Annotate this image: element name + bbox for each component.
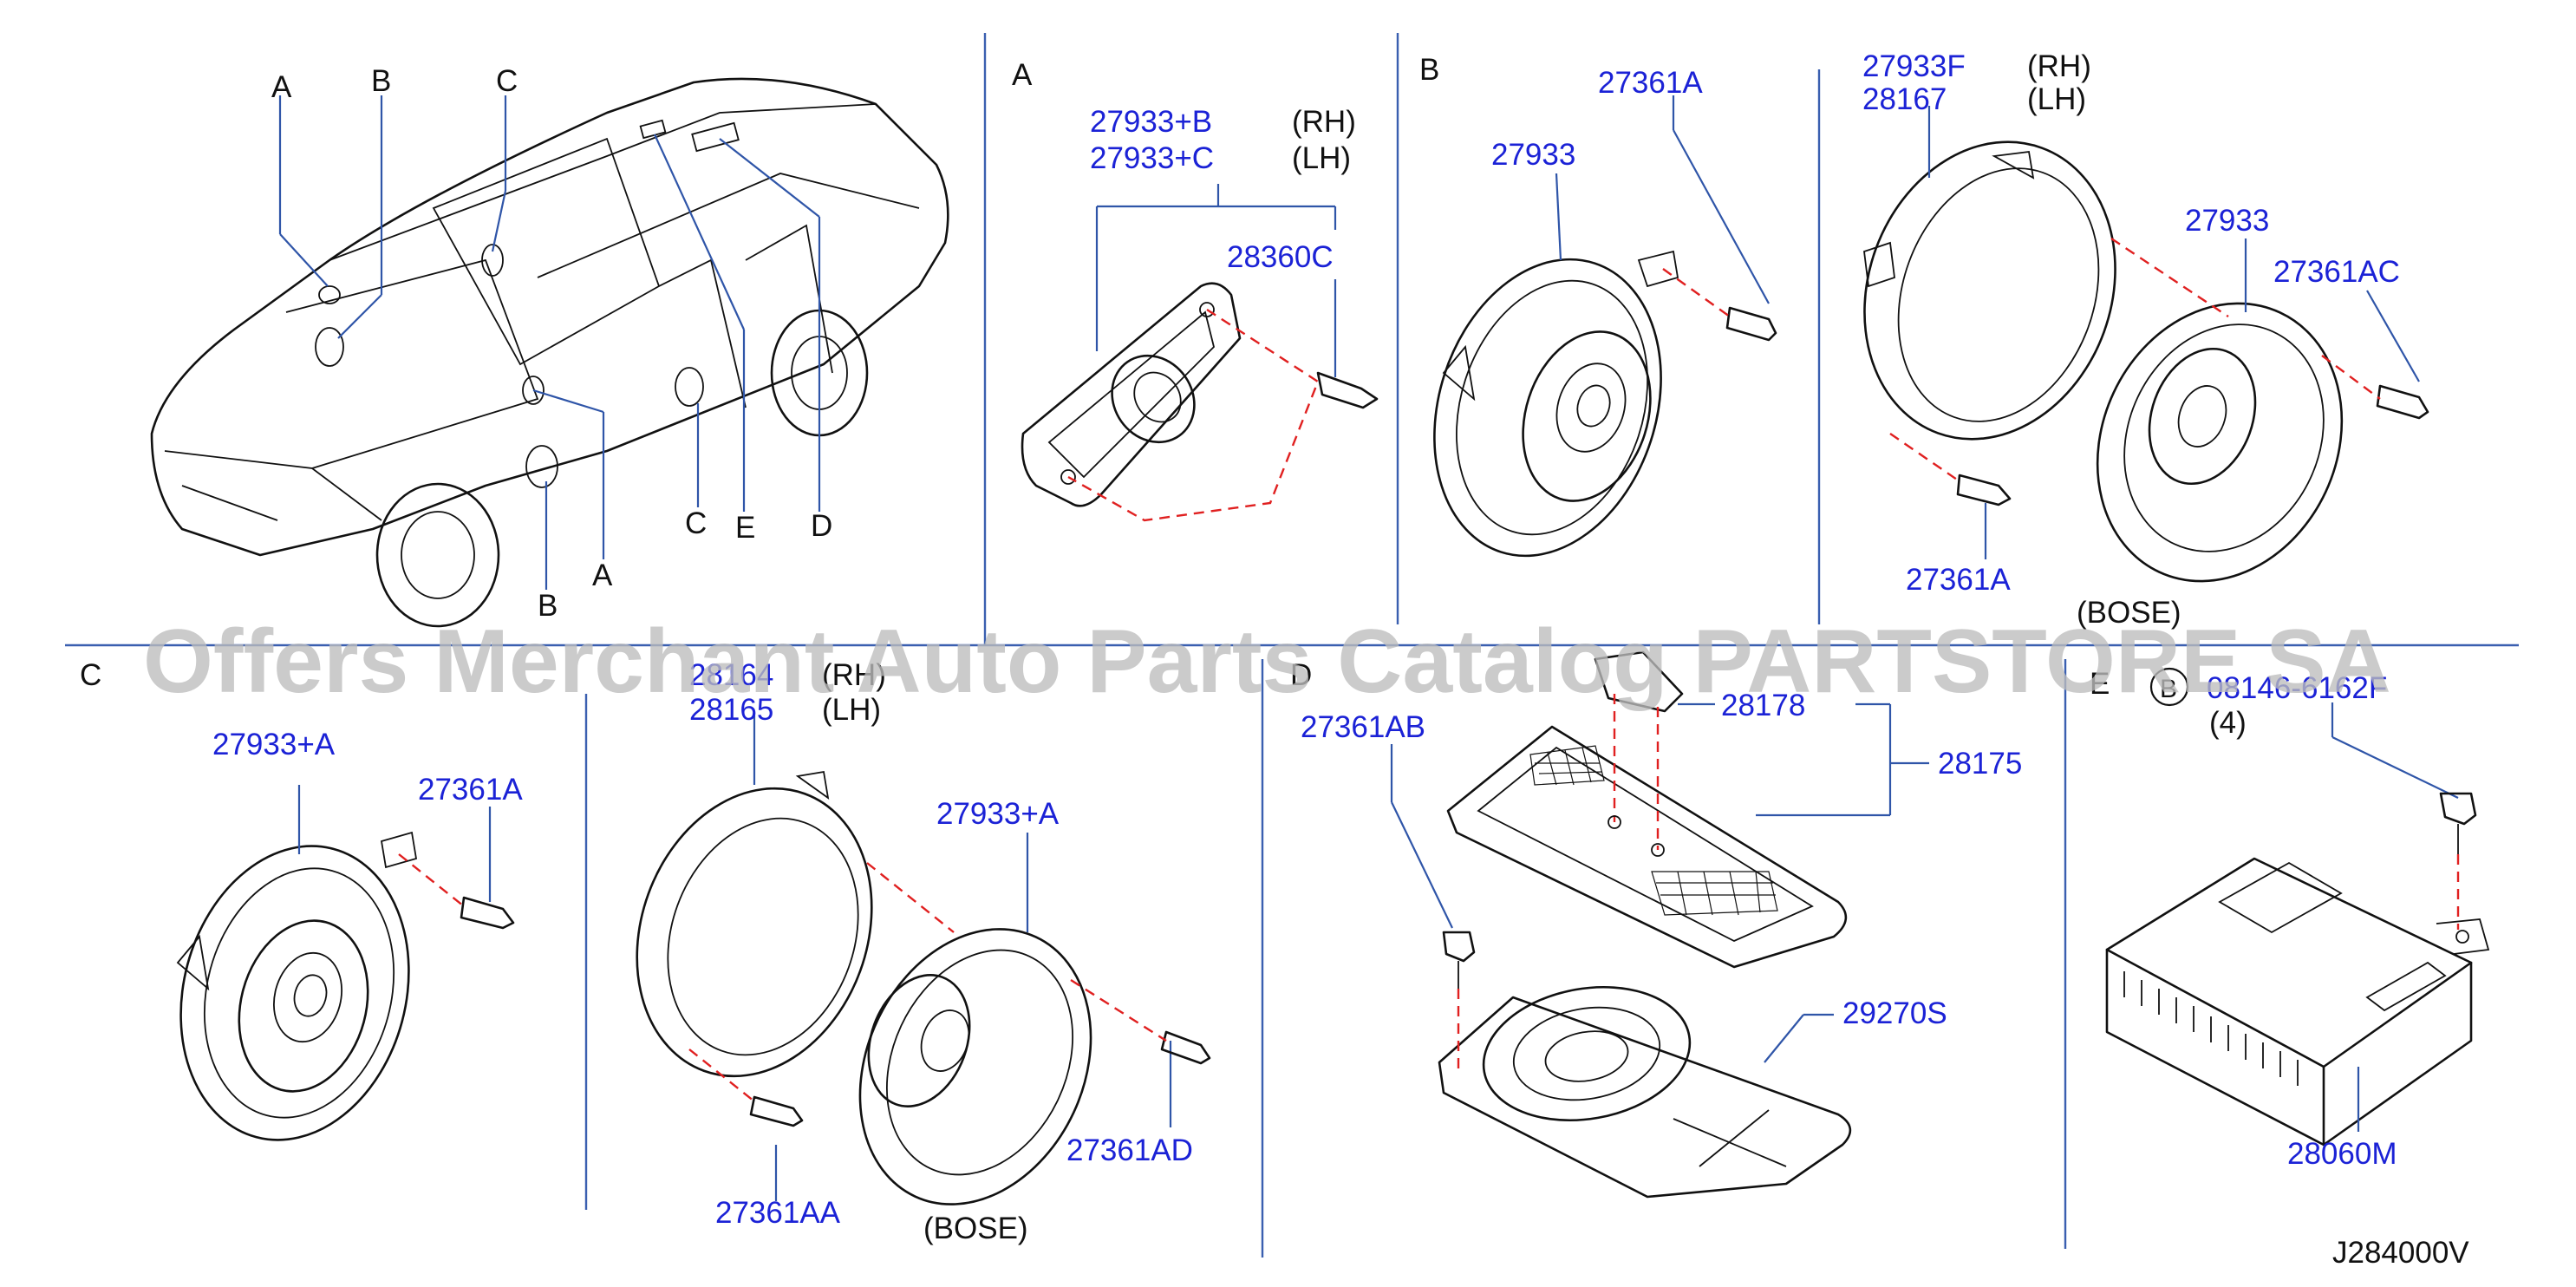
lh-label-rear-bose: (LH) xyxy=(822,693,881,727)
panel-e-title: E xyxy=(2090,667,2110,701)
grille-mesh xyxy=(1529,745,1778,916)
part-number-28060m[interactable]: 28060M xyxy=(2287,1137,2397,1171)
lh-label-bose: (LH) xyxy=(2027,82,2086,116)
panel-b-door-speaker xyxy=(1433,95,1777,558)
rh-label-rear-bose: (RH) xyxy=(822,658,886,692)
location-label-d: D xyxy=(811,509,832,543)
panel-d-title: D xyxy=(1290,658,1312,692)
part-number-08146-6162f[interactable]: 08146-6162F xyxy=(2207,671,2387,705)
part-number-28167[interactable]: 28167 xyxy=(1862,82,1947,116)
car-overview-illustration xyxy=(150,77,949,628)
panel-d-woofer xyxy=(1390,650,1929,1199)
bolt-symbol-circle xyxy=(2149,667,2189,707)
part-number-27933-bose[interactable]: 27933 xyxy=(2185,204,2269,238)
watermark-text: Offers Merchant Auto Parts Catalog PARTS… xyxy=(143,611,2391,712)
location-label-a-lower: A xyxy=(592,559,613,592)
location-label-b-lower: B xyxy=(538,589,558,623)
part-number-28175[interactable]: 28175 xyxy=(1938,747,2022,781)
panel-c-bose-speaker xyxy=(636,713,1211,1205)
part-number-27933-a-bose[interactable]: 27933+A xyxy=(936,797,1060,831)
location-label-c: C xyxy=(496,64,518,98)
diagram-code: J284000V xyxy=(2332,1236,2469,1270)
panel-dividers xyxy=(65,33,2519,1258)
part-number-27361a-rear[interactable]: 27361A xyxy=(418,773,523,807)
part-number-28164[interactable]: 28164 xyxy=(689,658,773,692)
part-number-27933[interactable]: 27933 xyxy=(1491,138,1575,172)
lh-label: (LH) xyxy=(1292,141,1351,175)
part-number-27933f[interactable]: 27933F xyxy=(1862,49,1966,83)
location-label-e: E xyxy=(735,511,755,545)
location-label-a: A xyxy=(271,70,292,104)
part-number-27361ac[interactable]: 27361AC xyxy=(2273,255,2400,289)
bolt-quantity: (4) xyxy=(2209,706,2247,740)
part-number-28165[interactable]: 28165 xyxy=(689,693,773,727)
location-label-c-lower: C xyxy=(685,506,707,540)
panel-b-title: B xyxy=(1419,53,1439,87)
panel-a-title: A xyxy=(1012,58,1033,92)
panel-b-bose-speaker xyxy=(1863,106,2429,583)
panel-a-tweeter xyxy=(1021,184,1379,522)
part-number-27361ad[interactable]: 27361AD xyxy=(1066,1133,1193,1167)
part-number-27361a-bose[interactable]: 27361A xyxy=(1906,563,2011,597)
part-number-27361ab[interactable]: 27361AB xyxy=(1301,710,1425,744)
part-number-27361a[interactable]: 27361A xyxy=(1598,66,1703,100)
part-number-28178[interactable]: 28178 xyxy=(1721,689,1805,722)
rh-label: (RH) xyxy=(1292,105,1356,139)
panel-e-amplifier xyxy=(2105,702,2490,1147)
panel-c-rear-speaker xyxy=(176,785,515,1141)
bose-note-c: (BOSE) xyxy=(923,1212,1028,1245)
part-number-27933-a[interactable]: 27933+A xyxy=(212,728,336,761)
bose-note-b: (BOSE) xyxy=(2077,596,2181,630)
part-number-27361aa[interactable]: 27361AA xyxy=(715,1196,841,1230)
part-number-27933-c[interactable]: 27933+C xyxy=(1090,141,1214,175)
bolt-symbol-b: B xyxy=(2160,675,2177,703)
rh-label-bose: (RH) xyxy=(2027,49,2091,83)
part-number-29270s[interactable]: 29270S xyxy=(1842,996,1947,1030)
location-label-b: B xyxy=(371,64,391,98)
part-number-27933-b[interactable]: 27933+B xyxy=(1090,105,1212,139)
panel-c-title: C xyxy=(80,658,101,692)
part-number-28360c[interactable]: 28360C xyxy=(1227,240,1334,274)
